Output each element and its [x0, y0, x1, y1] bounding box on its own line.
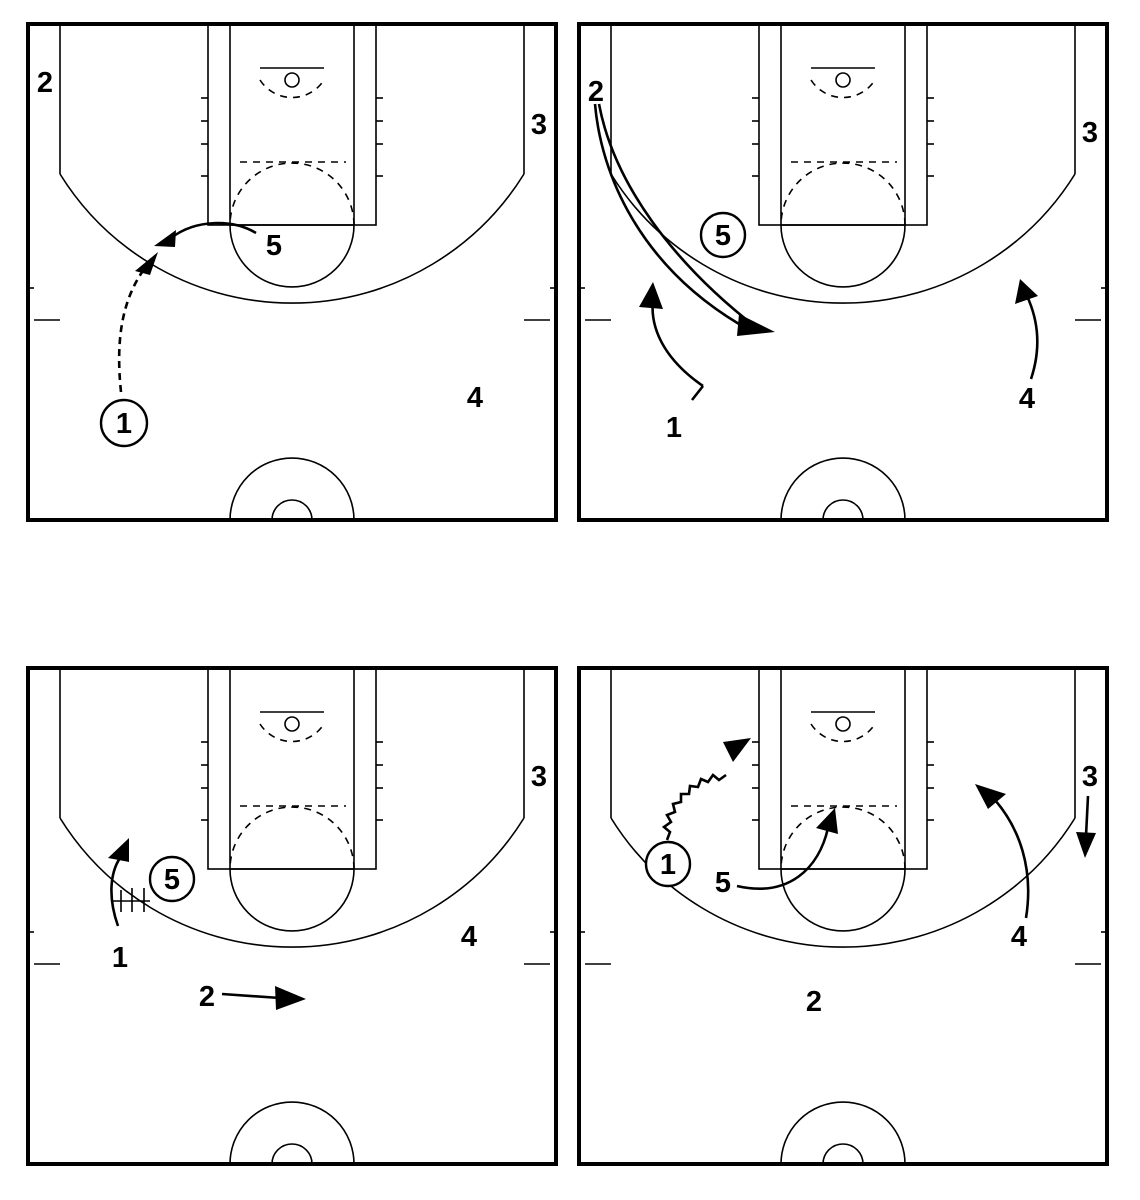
arrowhead [108, 838, 129, 862]
player-2-label: 2 [806, 986, 822, 1018]
arrowhead [737, 314, 775, 336]
pass-line [117, 263, 150, 393]
player-4-label: 4 [1019, 383, 1035, 415]
cut-path-3 [1084, 795, 1090, 837]
ball-handler-circle [99, 398, 149, 448]
player-4-label: 4 [1011, 921, 1027, 953]
ball-handler-circle [644, 840, 692, 888]
player-2-label: 2 [199, 981, 215, 1013]
player-2-label: 2 [588, 76, 604, 108]
player-1-label: 1 [660, 849, 676, 881]
arrowhead [816, 808, 838, 834]
player-5-label: 5 [715, 867, 731, 899]
player-3-label: 3 [1082, 117, 1098, 149]
arrowhead [1015, 279, 1038, 304]
player-5-label: 5 [715, 220, 731, 252]
player-4-label: 4 [461, 921, 477, 953]
arrowhead [639, 282, 663, 309]
arrowhead [154, 230, 176, 247]
arrowhead [275, 986, 306, 1010]
cut-path-1 [110, 857, 122, 927]
half-court-lines [577, 22, 1109, 522]
cut-path-1-tail [690, 385, 705, 401]
cut-path-5 [736, 827, 830, 890]
arrowhead [723, 738, 751, 762]
court-diagram-1: 2 3 5 4 1 [26, 22, 558, 522]
screener-circle [148, 855, 196, 903]
cut-path-4 [1025, 295, 1039, 380]
player-1-label: 1 [116, 408, 132, 440]
cut-path-2a [593, 103, 740, 326]
arrowhead [1076, 832, 1096, 858]
court-diagram-2: 2 3 5 1 4 [577, 22, 1109, 522]
screen-mark [113, 888, 150, 912]
court-diagram-3: 3 5 1 4 2 [26, 666, 558, 1166]
screener-circle [699, 211, 747, 259]
half-court-lines [26, 22, 558, 522]
cut-path-1 [651, 298, 704, 388]
cut-path-2b [597, 103, 758, 330]
half-court-lines [577, 666, 1109, 1166]
player-3-label: 3 [1082, 761, 1098, 793]
cut-path-2 [221, 992, 281, 1000]
player-3-label: 3 [531, 761, 547, 793]
player-1-label: 1 [666, 412, 682, 444]
player-3-label: 3 [531, 109, 547, 141]
player-5-label: 5 [164, 864, 180, 896]
court-diagram-4: 3 1 5 4 2 [577, 666, 1109, 1166]
cut-path-5 [170, 221, 257, 240]
arrowhead [975, 784, 1006, 809]
player-4-label: 4 [467, 382, 483, 414]
player-5-label: 5 [266, 230, 282, 262]
player-2-label: 2 [37, 67, 53, 99]
player-1-label: 1 [112, 942, 128, 974]
half-court-lines [26, 666, 558, 1166]
arrowhead [135, 252, 158, 275]
dribble-path-1 [661, 773, 727, 841]
cut-path-4 [994, 799, 1030, 919]
